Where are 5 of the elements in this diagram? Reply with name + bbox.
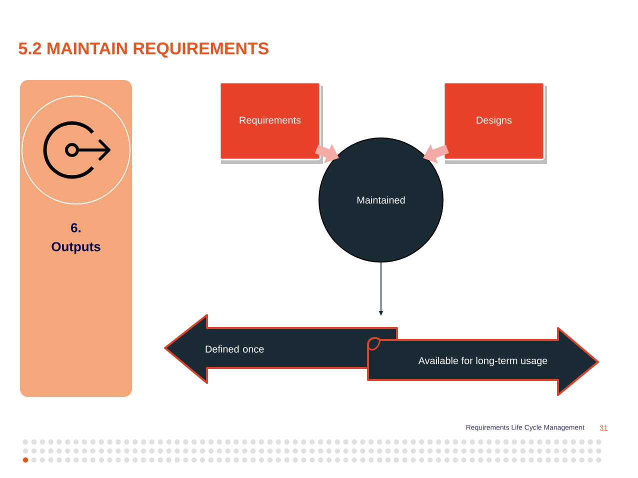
process-box: Designs <box>443 82 547 164</box>
process-box: Requirements <box>219 82 323 164</box>
title: 5.2 MAINTAIN REQUIREMENTS <box>18 42 268 58</box>
ribbon-banner: Available for long-term usage <box>367 327 599 396</box>
side-panel: 6. Outputs <box>20 80 132 397</box>
